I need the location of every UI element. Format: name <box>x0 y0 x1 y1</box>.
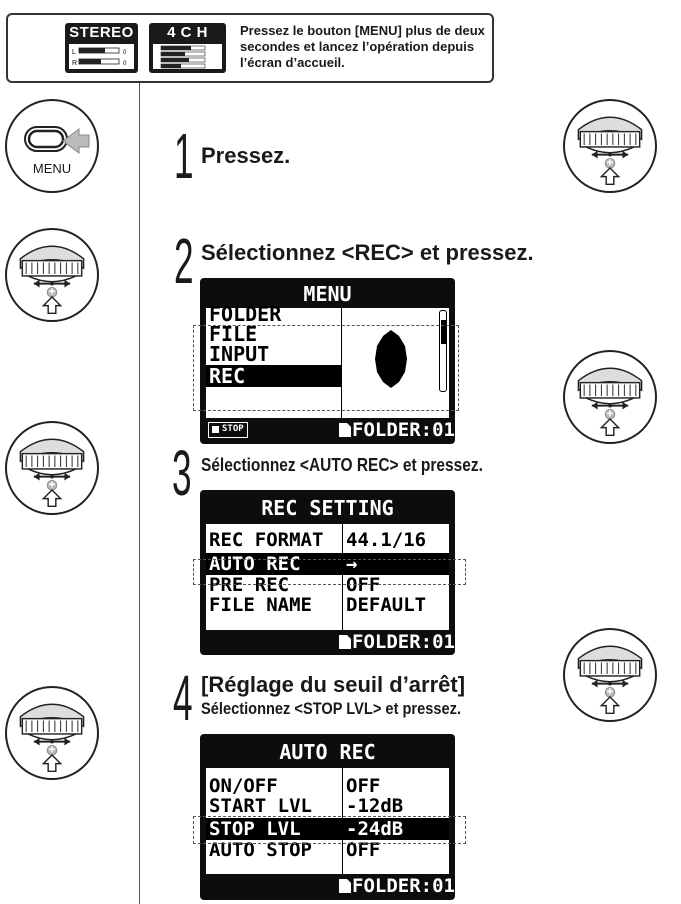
stop-icon <box>212 426 219 433</box>
dial-icon <box>565 630 655 720</box>
svg-text:R: R <box>72 60 77 67</box>
setting-name: ON/OFF <box>209 775 278 797</box>
step-number: 3 <box>172 437 192 509</box>
setting-value: -12dB <box>346 795 404 817</box>
screen-body: REC FORMAT 44.1/16 AUTO REC → PRE REC OF… <box>206 524 449 630</box>
stereo-badge: STEREO L R 0 0 <box>65 23 138 73</box>
menu-button-label: MENU <box>32 161 72 176</box>
menu-item: FILE <box>209 322 258 346</box>
folder-icon <box>339 423 351 437</box>
dial-icon <box>7 230 97 320</box>
svg-text:0: 0 <box>123 50 127 56</box>
lcd-auto-rec-screen: AUTO REC ON/OFF OFF START LVL -12dB STOP… <box>200 734 455 900</box>
setting-value: 44.1/16 <box>346 529 427 551</box>
menu-button-icon <box>24 126 90 154</box>
footer-folder: FOLDER:01 <box>352 875 455 897</box>
svg-text:L: L <box>72 49 76 56</box>
stop-indicator: STOP <box>208 422 248 438</box>
setting-name: PRE REC <box>209 574 290 596</box>
dial-icon <box>565 101 655 191</box>
step-text: Sélectionnez <STOP LVL> et pressez. <box>201 699 462 718</box>
dial-icon <box>7 688 97 778</box>
dial-icon <box>565 352 655 442</box>
setting-value: OFF <box>346 839 381 861</box>
dial-circle <box>563 628 657 722</box>
menu-item: FOLDER <box>209 302 282 326</box>
screen-body: ON/OFF OFF START LVL -12dB STOP LVL -24d… <box>206 768 449 874</box>
setting-value: DEFAULT <box>346 594 427 616</box>
setting-name: REC FORMAT <box>209 529 324 551</box>
setting-name-selected: STOP LVL <box>209 818 301 840</box>
svg-text:0: 0 <box>123 61 127 67</box>
setting-name: FILE NAME <box>209 594 312 616</box>
selection-highlight <box>193 559 466 585</box>
lcd-menu-screen: MENU FOLDER FILE INPUT REC STOP FOLDER:0… <box>200 278 455 444</box>
stereo-badge-label: STEREO <box>69 24 134 41</box>
setting-value-selected: -24dB <box>346 818 404 840</box>
step-text: Sélectionnez <AUTO REC> et pressez. <box>201 455 483 475</box>
dial-circle <box>5 686 99 780</box>
setting-value: OFF <box>346 574 381 596</box>
dial-circle <box>563 99 657 193</box>
scrollbar <box>439 310 447 392</box>
4ch-badge-label: 4 C H <box>167 24 208 41</box>
menu-button-circle: MENU <box>5 99 99 193</box>
selection-highlight <box>193 816 466 844</box>
header-box: STEREO L R 0 0 4 C H Pressez le bouton [… <box>6 13 494 83</box>
folder-icon <box>339 879 351 893</box>
menu-item: INPUT <box>209 342 270 366</box>
step-text: Pressez. <box>201 143 291 168</box>
lcd-rec-setting-screen: REC SETTING REC FORMAT 44.1/16 AUTO REC … <box>200 490 455 655</box>
dial-icon <box>7 423 97 513</box>
step-title: [Réglage du seuil d’arrêt] <box>201 672 466 697</box>
header-instruction: Pressez le bouton [MENU] plus de deux se… <box>240 23 485 70</box>
footer-folder: FOLDER:01 <box>352 419 455 441</box>
folder-icon <box>339 635 351 649</box>
menu-item-selected: REC <box>209 364 246 388</box>
step-number: 4 <box>173 662 193 734</box>
step-text: Sélectionnez <REC> et pressez. <box>201 240 534 265</box>
4ch-badge: 4 C H <box>149 23 226 73</box>
screen-title: MENU <box>303 282 352 306</box>
level-meter-icon: L R 0 0 <box>69 44 134 69</box>
setting-name: START LVL <box>209 795 312 817</box>
stop-label: STOP <box>222 424 244 434</box>
screen-title: AUTO REC <box>279 740 376 764</box>
dial-circle <box>563 350 657 444</box>
scrollbar-thumb <box>441 320 446 344</box>
setting-value: OFF <box>346 775 381 797</box>
screen-body: FOLDER FILE INPUT REC <box>206 304 449 418</box>
level-meter-icon <box>153 44 222 69</box>
step-number: 2 <box>174 225 194 297</box>
setting-value-selected: → <box>346 553 358 575</box>
dial-circle <box>5 228 99 322</box>
step-number: 1 <box>174 120 194 192</box>
selection-highlight <box>193 325 459 411</box>
dial-circle <box>5 421 99 515</box>
screen-title: REC SETTING <box>261 496 394 520</box>
menu-graphic-icon <box>375 330 407 388</box>
column-divider <box>139 83 140 904</box>
footer-folder: FOLDER:01 <box>352 631 455 653</box>
setting-name: AUTO STOP <box>209 839 312 861</box>
